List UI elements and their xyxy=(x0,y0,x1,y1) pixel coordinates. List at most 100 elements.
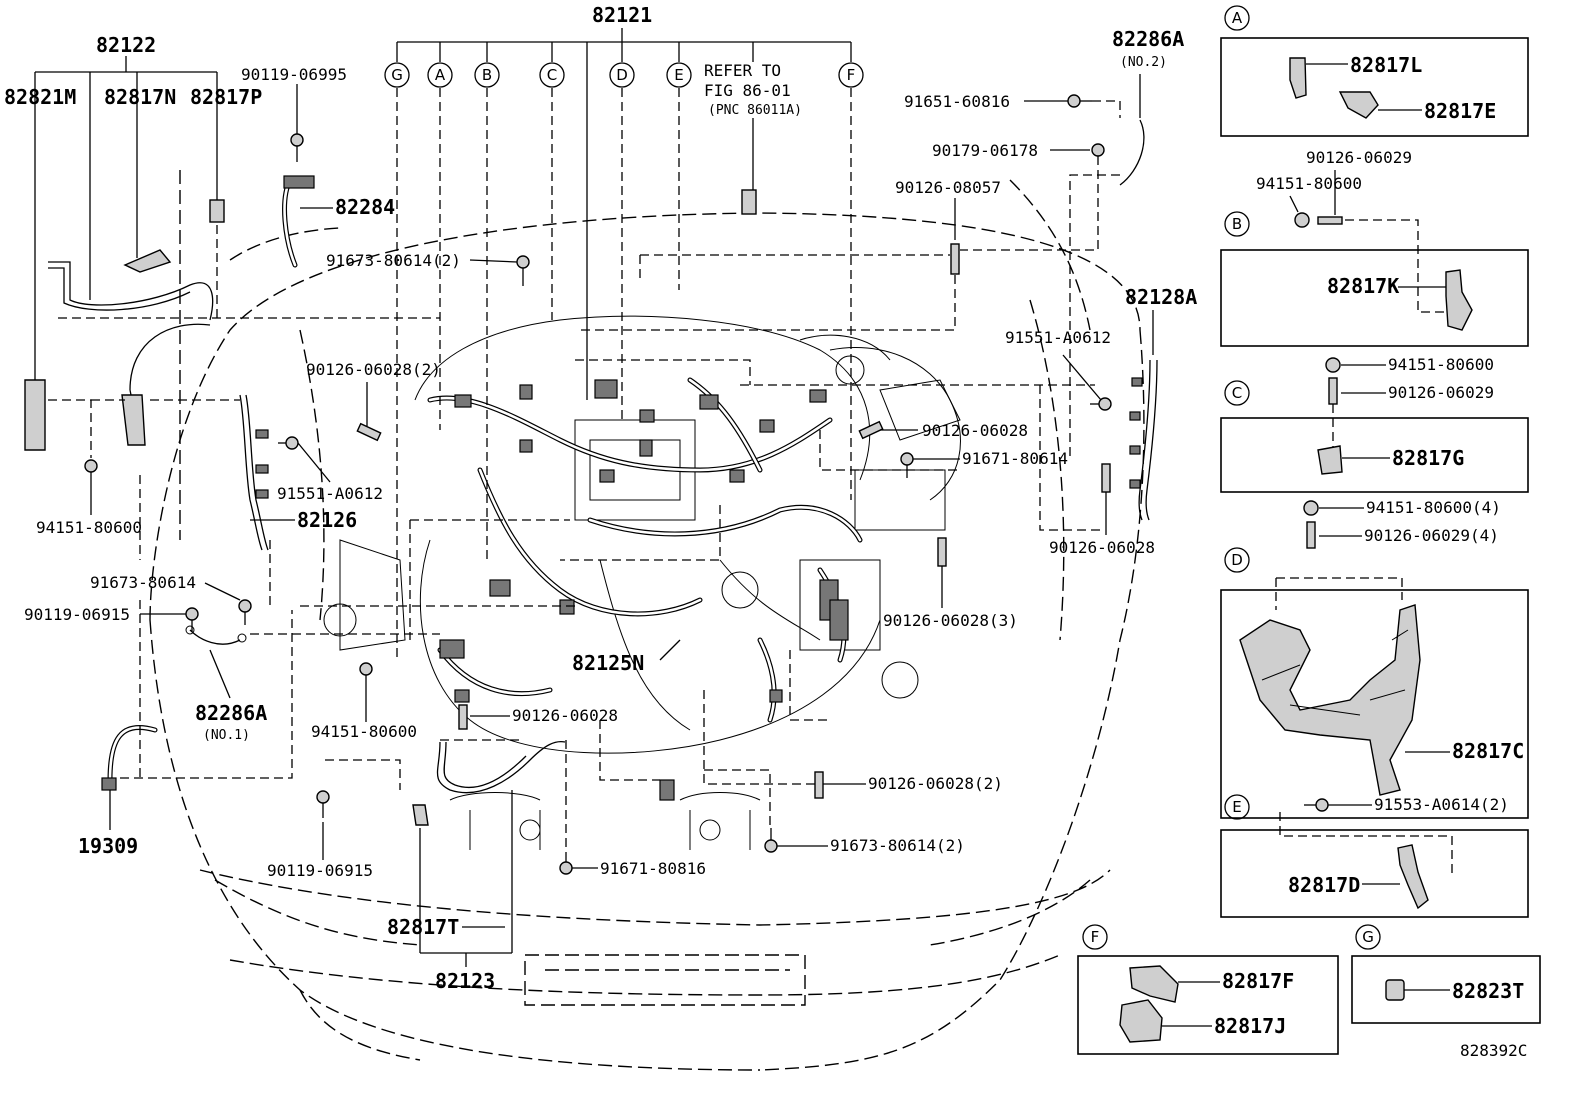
label-refer-fig[interactable]: FIG 86-01 xyxy=(704,81,791,100)
label-90119-06915-left[interactable]: 90119-06915 xyxy=(24,605,130,624)
label-91673-80614-left[interactable]: 91673-80614 xyxy=(90,573,196,592)
label-82817D[interactable]: 82817D xyxy=(1288,873,1360,897)
figure-code: 828392C xyxy=(1460,1041,1527,1060)
callout-B[interactable]: B xyxy=(474,62,500,88)
callout-C[interactable]: C xyxy=(539,62,565,88)
svg-text:G: G xyxy=(391,66,403,84)
label-no2: (NO.2) xyxy=(1120,55,1167,70)
label-82125N[interactable]: 82125N xyxy=(572,651,644,675)
label-82821M[interactable]: 82821M xyxy=(4,85,76,109)
stud-icon xyxy=(858,420,884,440)
bolt-icon xyxy=(900,452,914,478)
label-90119-06915-lower[interactable]: 90119-06915 xyxy=(267,861,373,880)
label-82817T[interactable]: 82817T xyxy=(387,915,459,939)
bolt-icon xyxy=(316,790,330,818)
engine-bay-harness xyxy=(323,315,961,850)
label-82286A-no1[interactable]: 82286A xyxy=(195,701,267,725)
stud-icon xyxy=(1306,521,1316,549)
label-82284[interactable]: 82284 xyxy=(335,195,395,219)
label-91551-A0612-right[interactable]: 91551-A0612 xyxy=(1005,328,1111,347)
label-82817N[interactable]: 82817N xyxy=(104,85,176,109)
detail-B: 90126-06029 94151-80600 B 82817K xyxy=(1220,148,1529,347)
stud-icon xyxy=(814,771,824,799)
detail-D: 94151-80600(4) 90126-06029(4) D 82817C xyxy=(1220,498,1529,819)
label-82817L[interactable]: 82817L xyxy=(1350,53,1422,77)
stud-icon xyxy=(1317,216,1343,225)
label-94151-80600-4-D[interactable]: 94151-80600(4) xyxy=(1366,498,1501,517)
label-91673-80614-2-lower[interactable]: 91673-80614(2) xyxy=(830,836,965,855)
bolt-icon xyxy=(238,599,252,625)
stud-icon xyxy=(950,243,960,275)
label-82817F[interactable]: 82817F xyxy=(1222,969,1294,993)
svg-text:A: A xyxy=(1232,9,1243,27)
stud-icon xyxy=(1101,463,1111,493)
label-91553-A0614-2[interactable]: 91553-A0614(2) xyxy=(1374,795,1509,814)
detail-C: 94151-80600 90126-06029 C 82817G xyxy=(1220,355,1529,493)
fasteners xyxy=(84,94,1112,875)
svg-text:G: G xyxy=(1362,928,1374,946)
stud-icon xyxy=(1328,377,1338,405)
label-90126-06029-C[interactable]: 90126-06029 xyxy=(1388,383,1494,402)
label-94151-80600-left[interactable]: 94151-80600 xyxy=(36,518,142,537)
label-94151-80600-B[interactable]: 94151-80600 xyxy=(1256,174,1362,193)
svg-text:D: D xyxy=(616,66,628,84)
label-90126-06028-lower[interactable]: 90126-06028 xyxy=(512,706,618,725)
label-82286A-no2[interactable]: 82286A xyxy=(1112,27,1184,51)
label-90179-06178[interactable]: 90179-06178 xyxy=(932,141,1038,160)
bolt-icon xyxy=(764,828,778,853)
label-82817C[interactable]: 82817C xyxy=(1452,739,1524,763)
label-90126-08057[interactable]: 90126-08057 xyxy=(895,178,1001,197)
callout-G[interactable]: G xyxy=(384,62,410,88)
bolt-icon xyxy=(1090,397,1112,411)
nut-icon xyxy=(1325,357,1341,373)
label-91671-80614[interactable]: 91671-80614 xyxy=(962,449,1068,468)
label-82126[interactable]: 82126 xyxy=(297,508,357,532)
label-91671-80816[interactable]: 91671-80816 xyxy=(600,859,706,878)
label-82817K[interactable]: 82817K xyxy=(1327,274,1399,298)
nut-icon xyxy=(1294,212,1310,228)
callout-E[interactable]: E xyxy=(666,62,692,88)
label-91551-A0612-left[interactable]: 91551-A0612 xyxy=(277,484,383,503)
callout-D[interactable]: D xyxy=(609,62,635,88)
detail-E: E 91553-A0614(2) 82817D xyxy=(1220,794,1529,918)
label-90119-06995[interactable]: 90119-06995 xyxy=(241,65,347,84)
label-82128A[interactable]: 82128A xyxy=(1125,285,1197,309)
nut-icon xyxy=(1091,143,1105,157)
label-82823T[interactable]: 82823T xyxy=(1452,979,1524,1003)
label-90126-06028-2-lower[interactable]: 90126-06028(2) xyxy=(868,774,1003,793)
bolt-icon xyxy=(1067,94,1092,108)
label-94151-80600-C[interactable]: 94151-80600 xyxy=(1388,355,1494,374)
label-90126-06028-3[interactable]: 90126-06028(3) xyxy=(883,611,1018,630)
bolt-icon xyxy=(278,436,299,450)
callout-F[interactable]: F xyxy=(838,62,864,88)
stud-icon xyxy=(356,422,382,442)
bolt-icon xyxy=(516,255,530,286)
label-90126-06028-2-left[interactable]: 90126-06028(2) xyxy=(306,360,441,379)
bolt-icon xyxy=(559,852,573,875)
label-90126-06029-B[interactable]: 90126-06029 xyxy=(1306,148,1412,167)
svg-text:B: B xyxy=(1232,215,1242,233)
label-82817E[interactable]: 82817E xyxy=(1424,99,1496,123)
label-82817G[interactable]: 82817G xyxy=(1392,446,1464,470)
label-90126-06028-right[interactable]: 90126-06028 xyxy=(922,421,1028,440)
bolt-icon xyxy=(290,133,304,162)
label-82121[interactable]: 82121 xyxy=(592,3,652,27)
label-82817J[interactable]: 82817J xyxy=(1214,1014,1286,1038)
callout-A[interactable]: A xyxy=(427,62,453,88)
vehicle-body-outline xyxy=(149,170,1145,1071)
label-90126-06028-far-right[interactable]: 90126-06028 xyxy=(1049,538,1155,557)
svg-text:C: C xyxy=(547,66,557,84)
label-94151-80600-lower[interactable]: 94151-80600 xyxy=(311,722,417,741)
nut-icon xyxy=(359,662,373,676)
label-90126-06029-4-D[interactable]: 90126-06029(4) xyxy=(1364,526,1499,545)
leader-lines xyxy=(34,28,1154,967)
label-82122[interactable]: 82122 xyxy=(96,33,156,57)
svg-text:B: B xyxy=(482,66,492,84)
label-91651-60816[interactable]: 91651-60816 xyxy=(904,92,1010,111)
stud-icon xyxy=(458,704,468,730)
label-91673-80614-2-top[interactable]: 91673-80614(2) xyxy=(326,251,461,270)
label-82123[interactable]: 82123 xyxy=(435,969,495,993)
label-82817P[interactable]: 82817P xyxy=(190,85,262,109)
label-19309[interactable]: 19309 xyxy=(78,834,138,858)
bolt-icon xyxy=(185,607,199,632)
